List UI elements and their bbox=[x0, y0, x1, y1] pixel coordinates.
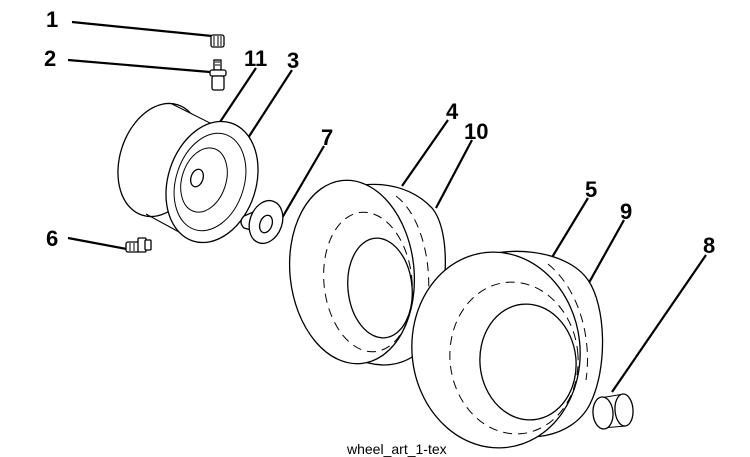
leader-line-8 bbox=[611, 254, 707, 393]
callout-1: 1 bbox=[46, 7, 58, 32]
leader-line-10 bbox=[435, 139, 473, 209]
rear-tire-part bbox=[411, 250, 604, 449]
leader-line-4 bbox=[401, 119, 449, 187]
leader-line-6 bbox=[67, 236, 133, 252]
leader-line-1 bbox=[71, 20, 213, 38]
leader-line-3 bbox=[247, 69, 293, 139]
front-tire-part bbox=[288, 179, 446, 366]
callout-2: 2 bbox=[44, 46, 56, 71]
callout-10: 10 bbox=[464, 119, 488, 144]
valve-stem-part bbox=[209, 59, 227, 91]
bushing-part bbox=[240, 199, 284, 245]
callout-9: 9 bbox=[620, 199, 632, 224]
leader-line-5 bbox=[547, 197, 589, 265]
leader-line-7 bbox=[281, 145, 325, 219]
callout-7: 7 bbox=[321, 125, 333, 150]
leader-line-9 bbox=[585, 219, 625, 289]
callout-4: 4 bbox=[446, 99, 459, 124]
valve-cap-part bbox=[210, 34, 225, 48]
callout-3: 3 bbox=[287, 48, 299, 73]
callout-6: 6 bbox=[46, 226, 58, 251]
callout-8: 8 bbox=[703, 233, 715, 258]
diagram-caption: wheel_art_1-tex bbox=[346, 441, 447, 457]
hub-cap-part bbox=[592, 393, 634, 430]
rim-part bbox=[117, 102, 259, 244]
grease-fitting-part bbox=[125, 237, 152, 253]
callout-5: 5 bbox=[585, 177, 597, 202]
leader-line-2 bbox=[67, 58, 211, 74]
callout-11: 11 bbox=[244, 46, 267, 71]
